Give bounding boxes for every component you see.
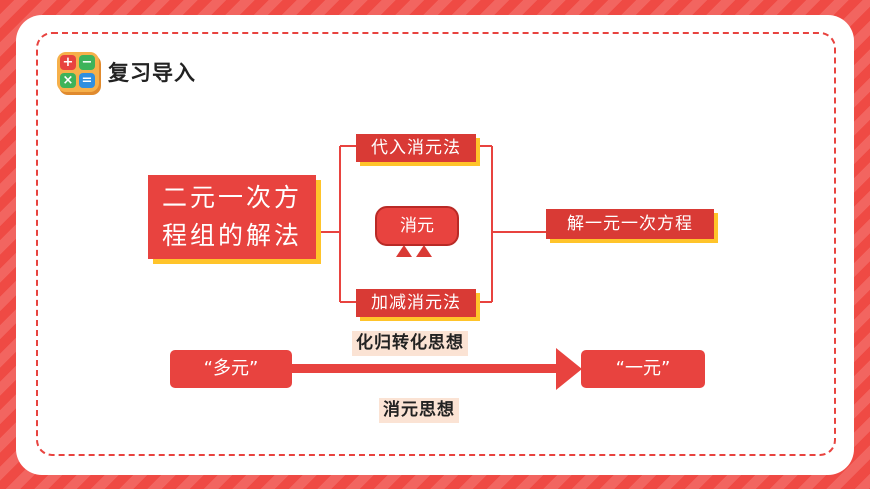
addition-method-box: 加减消元法 [356, 289, 476, 317]
times-symbol: × [60, 73, 76, 88]
equals-symbol: = [79, 73, 95, 88]
main-topic-line2: 程组的解法 [161, 221, 302, 250]
arrow-head [556, 348, 582, 390]
left-bracket-line [318, 145, 356, 303]
multi-variable-box: “多元” [170, 350, 292, 388]
triangle-right [416, 245, 432, 257]
elimination-pill: 消元 [375, 206, 459, 246]
calculator-logo-icon: + − × = [57, 52, 99, 92]
plus-symbol: + [60, 55, 76, 70]
elimination-thought-label: 消元思想 [379, 398, 459, 423]
page-title: 复习导入 [108, 61, 196, 85]
minus-symbol: − [79, 55, 95, 70]
single-variable-box: “一元” [581, 350, 705, 388]
right-bracket-line [476, 145, 548, 303]
dashed-frame [36, 32, 836, 456]
substitution-method-box: 代入消元法 [356, 134, 476, 162]
transformation-label: 化归转化思想 [352, 331, 468, 356]
main-topic-box: 二元一次方 程组的解法 [148, 175, 316, 259]
arrow-shaft [292, 364, 556, 373]
main-topic-line1: 二元一次方 [161, 183, 302, 212]
result-box: 解一元一次方程 [546, 209, 714, 239]
triangle-left [396, 245, 412, 257]
